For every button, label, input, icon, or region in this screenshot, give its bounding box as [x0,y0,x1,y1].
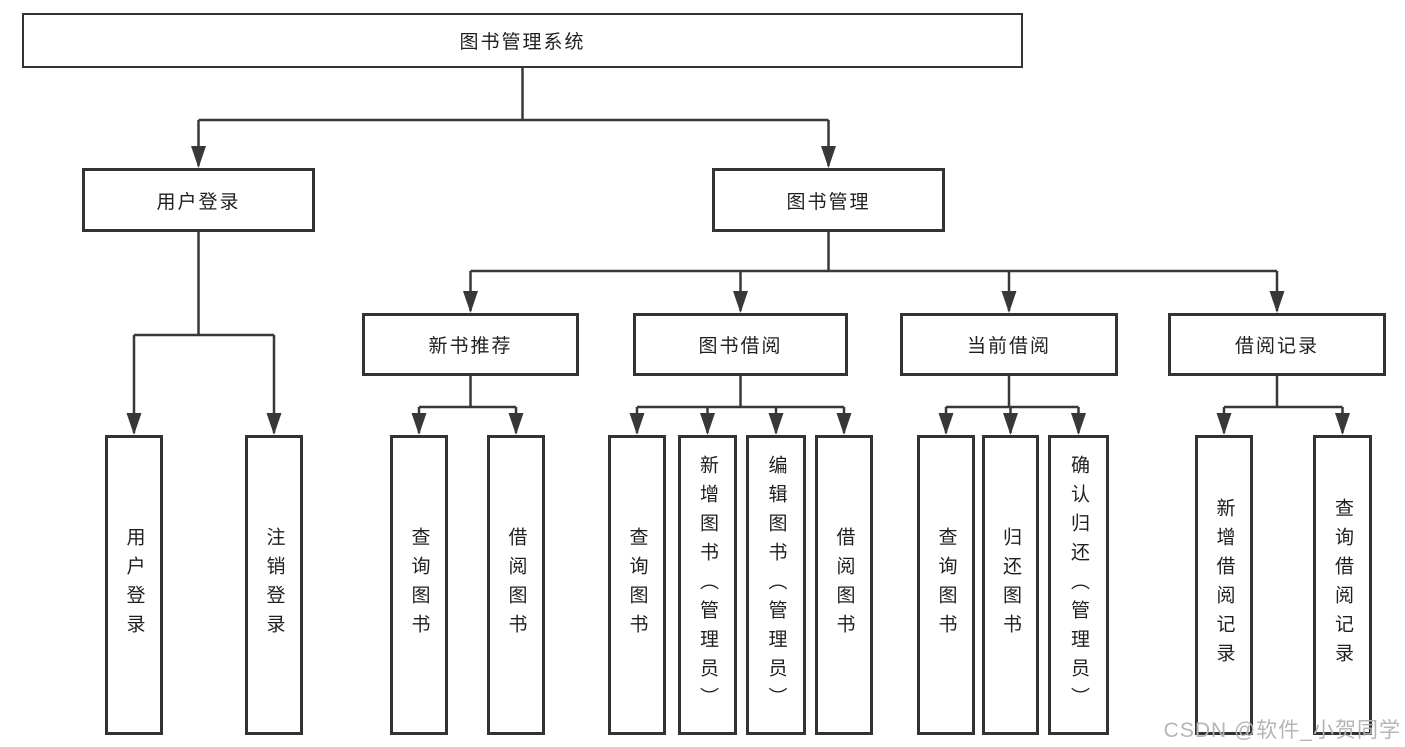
node-label: 查询借阅记录 [1332,498,1353,672]
node-label: 注销登录 [263,527,285,643]
node-borrow-books-recommend: 借阅图书 [487,435,545,735]
arrowhead-icons [126,146,1350,435]
node-label: 图书借阅 [698,336,783,357]
node-current-borrowing: 当前借阅 [900,313,1118,376]
node-user-login: 用户登录 [82,168,315,232]
node-book-borrowing: 图书借阅 [633,313,848,376]
node-add-borrow-record: 新增借阅记录 [1195,435,1253,735]
node-library-management-system: 图书管理系统 [22,13,1023,68]
node-borrowing-records: 借阅记录 [1168,313,1386,376]
node-label: 查询图书 [935,527,957,643]
node-label: 当前借阅 [966,336,1051,357]
node-label: 确认归还（管理员） [1068,454,1089,716]
node-label: 图书管理系统 [459,32,586,53]
node-label: 借阅图书 [833,527,855,643]
node-add-book-admin: 新增图书（管理员） [678,435,737,735]
csdn-watermark: CSDN @软件_小贺同学 [1163,719,1401,742]
node-edit-book-admin: 编辑图书（管理员） [746,435,806,735]
node-return-books: 归还图书 [982,435,1039,735]
node-label: 借阅图书 [505,527,527,643]
node-query-books-borrow: 查询图书 [608,435,666,735]
node-label: 编辑图书（管理员） [765,454,787,716]
node-label: 用户登录 [156,191,241,213]
node-borrow-books-action: 借阅图书 [815,435,873,735]
node-label: 新增图书（管理员） [697,454,718,716]
node-label: 图书管理 [786,191,871,213]
node-new-book-recommendation: 新书推荐 [362,313,579,376]
node-query-books-current: 查询图书 [917,435,975,735]
node-label: 新增借阅记录 [1213,498,1235,672]
node-label: 用户登录 [123,527,145,643]
node-label: 借阅记录 [1234,336,1319,357]
node-query-borrow-record: 查询借阅记录 [1313,435,1372,735]
node-label: 查询图书 [408,527,430,643]
node-query-books-recommend: 查询图书 [390,435,448,735]
node-label: 归还图书 [1000,527,1021,643]
node-label: 新书推荐 [428,336,513,357]
node-logout-action: 注销登录 [245,435,303,735]
node-confirm-return-admin: 确认归还（管理员） [1048,435,1109,735]
node-label: 查询图书 [626,527,648,643]
node-book-management: 图书管理 [712,168,945,232]
node-user-login-action: 用户登录 [105,435,163,735]
